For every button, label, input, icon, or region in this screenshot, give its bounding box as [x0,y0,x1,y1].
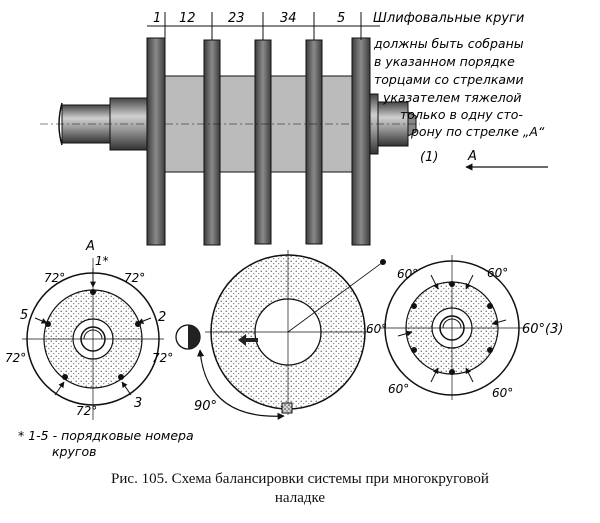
footnote-line-2: кругов [52,444,96,459]
angle-label-72-bottom: 72° [76,404,97,418]
figure-caption-line-2: наладке [274,490,326,506]
footnote-line-1: * 1-5 - порядковые номера [18,428,194,443]
leader-dot [380,259,386,265]
figure-caption-line-1: Рис. 105. Схема балансировки системы при… [111,471,489,487]
wheel-3 [254,39,272,245]
angle-label-60-bottom-right: 60° [492,386,513,400]
note-line-2: в указанном порядке [374,54,515,69]
wheel-number-5: 5 [20,308,28,323]
wheel-number-arrows [34,268,152,396]
wheel-number-2: 2 [158,310,166,325]
note-line-4: указателем тяжелой [382,90,521,105]
angle-label-60-left: 60° [366,322,387,336]
left-label-a: A [85,239,95,254]
direction-label-a: A [467,149,477,164]
gap-label-23: 23 [228,11,245,26]
angle-label-72-top-right: 72° [124,271,145,285]
position-label-1: (1) [420,150,438,165]
rotation-arc [196,349,285,420]
angle-label-60-top-left: 60° [397,267,418,281]
gap-label-12: 12 [179,11,196,26]
note-line-5: только в одну сто- [400,107,523,122]
angle-label-72-left: 72° [5,351,26,365]
gap-label-5: 5 [337,11,345,26]
angle-label-90: 90° [194,399,217,414]
assembly-instructions: Шлифовальные круги должны быть собраны в… [373,11,548,171]
angle-label-72-top-left: 72° [44,271,65,285]
wheel-number-3: 3 [134,396,142,411]
right-arrows [397,274,507,383]
wheel-assembly [40,37,420,246]
heavy-spot-marker [238,334,258,346]
note-line-3: торцами со стрелками [374,72,524,87]
grinding-wheels-heading: Шлифовальные круги [373,11,524,26]
angle-label-60-top-right: 60° [487,266,508,280]
spacing-dimension-row: 1 12 23 34 5 [147,11,380,40]
angle-label-60-position-3: 60°(3) [522,322,563,337]
wheel-4 [305,39,323,245]
wheel-spacers [164,75,353,173]
balance-weight-markers [45,289,141,380]
middle-wheel-diagram: 90° [175,250,386,420]
note-line-6: рону по стрелке „А“ [410,124,545,139]
angle-label-60-bottom-left: 60° [388,382,409,396]
note-line-1: должны быть собраны [373,36,524,51]
gap-label-1: 1 [153,11,161,26]
right-weight-markers [411,281,493,375]
left-wheel-diagram: A 1* 2 3 5 72° 72° 72° 72° 72° [5,239,173,420]
left-label-1-star: 1* [95,254,109,268]
right-wheel-diagram: 60° 60° 60° 60°(3) 60° 60° [366,255,563,400]
leader-line [287,261,384,333]
wheel-1 [146,37,166,246]
gap-label-34: 34 [280,11,297,26]
wheel-2 [203,39,221,246]
footnote: * 1-5 - порядковые номера кругов [18,428,194,459]
angle-label-72-right: 72° [152,351,173,365]
wheel-5 [351,37,371,246]
balancing-weight [175,324,201,350]
marked-spot [281,402,293,414]
